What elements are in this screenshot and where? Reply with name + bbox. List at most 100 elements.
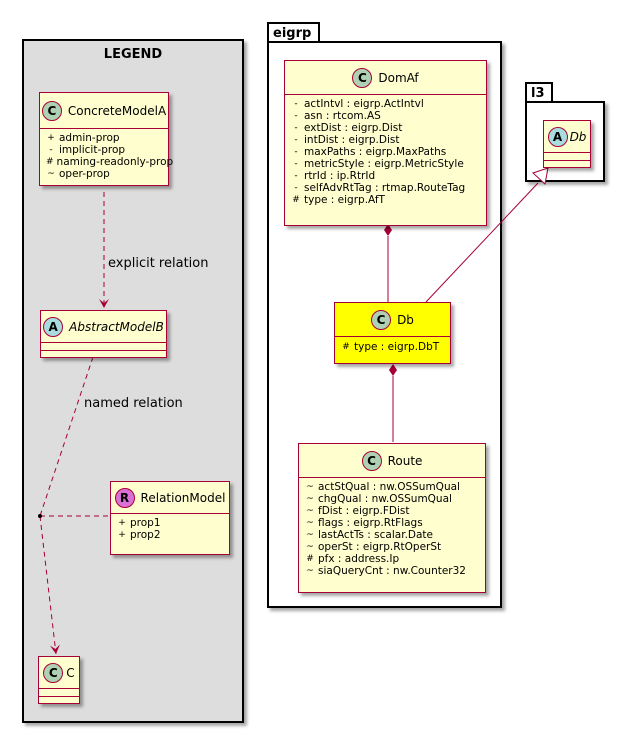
- attribute-row: -rtrId : ip.RtrId: [285, 170, 486, 182]
- attribute-list: -actIntvl : eigrp.ActIntvl -asn : rtcom.…: [285, 95, 486, 209]
- attribute-name: implicit-prop: [59, 144, 126, 156]
- attribute-row: -actIntvl : eigrp.ActIntvl: [285, 98, 486, 110]
- attribute-list: [544, 153, 590, 161]
- eigrp-package-label: eigrp: [273, 26, 312, 41]
- class-header: C Route: [299, 444, 485, 478]
- class-name: AbstractModelB: [69, 319, 164, 334]
- attribute-row: ~actStQual : nw.OSSumQual: [299, 481, 485, 493]
- attribute-name: prop1: [130, 517, 161, 529]
- visibility-icon: -: [294, 183, 298, 193]
- visibility-icon: ~: [306, 482, 314, 492]
- class-name: Db: [397, 312, 414, 327]
- attribute-row: # pfx : address.Ip: [299, 553, 485, 565]
- attribute-row: +admin-prop: [40, 132, 168, 144]
- l3-package-label: l3: [531, 86, 545, 101]
- attribute-row: -selfAdvRtTag : rtmap.RouteTag: [285, 182, 486, 194]
- named-relation-label: named relation: [84, 396, 183, 411]
- attribute-row: ~ chgQual : nw.OSSumQual: [299, 493, 485, 505]
- abstract-badge-icon: A: [547, 126, 568, 147]
- class-header: C C: [39, 657, 79, 689]
- attribute-list: +admin-prop -implicit-prop #naming-reado…: [40, 129, 173, 183]
- visibility-icon: -: [49, 145, 53, 155]
- class-relation-model[interactable]: R RelationModel + prop1 +prop2: [110, 481, 230, 555]
- visibility-icon: -: [294, 123, 298, 133]
- class-header: C DomAf: [285, 61, 486, 95]
- class-c[interactable]: C C: [38, 656, 80, 704]
- attribute-list: #type : eigrp.DbT: [335, 337, 450, 357]
- class-header: C ConcreteModelA: [40, 93, 168, 129]
- attribute-row: ~siaQueryCnt : nw.Counter32: [299, 565, 485, 577]
- attribute-name: rtrId : ip.RtrId: [304, 170, 376, 182]
- named-relation-line: [39, 356, 94, 517]
- class-route[interactable]: C Route ~actStQual : nw.OSSumQual ~ chgQu…: [298, 443, 486, 593]
- attribute-row: -extDist : eigrp.Dist: [285, 122, 486, 134]
- attribute-name: fDist : eigrp.FDist: [318, 505, 410, 517]
- attribute-name: pfx : address.Ip: [318, 553, 400, 565]
- association-point: [38, 514, 42, 518]
- attribute-row: #type : eigrp.DbT: [335, 341, 450, 353]
- class-abstract-model-b[interactable]: A AbstractModelB: [40, 310, 167, 358]
- attribute-row: #type : eigrp.AfT: [285, 194, 486, 206]
- relation-badge-icon: R: [114, 487, 135, 508]
- attribute-row: + prop1: [111, 517, 229, 529]
- relation-to-c-line: [39, 515, 60, 655]
- visibility-icon: +: [118, 530, 126, 540]
- visibility-icon: -: [294, 171, 298, 181]
- attribute-row: -asn : rtcom.AS: [285, 110, 486, 122]
- l3-package-tab: l3: [525, 82, 553, 102]
- visibility-icon: +: [47, 133, 55, 143]
- visibility-icon: +: [118, 518, 126, 528]
- class-header: A AbstractModelB: [41, 311, 166, 343]
- attribute-name: selfAdvRtTag : rtmap.RouteTag: [304, 182, 466, 194]
- visibility-icon: -: [294, 111, 298, 121]
- attribute-name: flags : eigrp.RtFlags: [318, 517, 423, 529]
- db-inheritance-line: [425, 182, 539, 303]
- visibility-icon: #: [306, 554, 314, 564]
- attribute-row: ~fDist : eigrp.FDist: [299, 505, 485, 517]
- attribute-name: lastActTs : scalar.Date: [318, 529, 434, 541]
- class-badge-icon: C: [352, 67, 373, 88]
- db-composition-diamond: [389, 364, 397, 376]
- class-concrete-model-a[interactable]: C ConcreteModelA +admin-prop -implicit-p…: [39, 92, 173, 186]
- attribute-row: #naming-readonly-prop: [40, 156, 173, 168]
- class-badge-icon: C: [43, 662, 64, 683]
- attribute-row: ~operSt : eigrp.RtOperSt: [299, 541, 485, 553]
- visibility-icon: -: [294, 99, 298, 109]
- attribute-row: +prop2: [111, 529, 229, 541]
- attribute-row: -implicit-prop: [40, 144, 168, 156]
- attribute-name: metricStyle : eigrp.MetricStyle: [304, 158, 464, 170]
- visibility-icon: -: [294, 147, 298, 157]
- attribute-list: + prop1 +prop2: [111, 514, 229, 544]
- class-name: RelationModel: [140, 490, 226, 505]
- visibility-icon: ~: [306, 518, 314, 528]
- class-header: C Db: [335, 303, 450, 337]
- inheritance-arrowhead: [532, 167, 549, 185]
- class-badge-icon: C: [371, 309, 392, 330]
- attribute-list: [39, 689, 79, 697]
- visibility-icon: -: [294, 159, 298, 169]
- eigrp-package-tab: eigrp: [267, 22, 320, 42]
- class-l3-db[interactable]: A Db: [543, 120, 591, 168]
- visibility-icon: ~: [306, 494, 314, 504]
- class-name: ConcreteModelA: [67, 103, 167, 118]
- visibility-icon: #: [342, 342, 350, 352]
- method-list: [544, 161, 590, 168]
- class-name: DomAf: [378, 70, 419, 85]
- attribute-name: extDist : eigrp.Dist: [304, 122, 403, 134]
- class-domaf[interactable]: C DomAf -actIntvl : eigrp.ActIntvl -asn …: [284, 60, 487, 226]
- attribute-row: ~ lastActTs : scalar.Date: [299, 529, 485, 541]
- attribute-row: -metricStyle : eigrp.MetricStyle: [285, 158, 486, 170]
- class-eigrp-db[interactable]: C Db #type : eigrp.DbT: [334, 302, 451, 364]
- class-badge-icon: C: [41, 100, 62, 121]
- attribute-name: type : eigrp.AfT: [304, 194, 385, 206]
- attribute-name: naming-readonly-prop: [56, 156, 174, 168]
- attribute-name: chgQual : nw.OSSumQual: [318, 493, 452, 505]
- attribute-list: ~actStQual : nw.OSSumQual ~ chgQual : nw.…: [299, 478, 485, 580]
- attribute-name: oper-prop: [59, 168, 110, 180]
- visibility-icon: ~: [306, 542, 314, 552]
- visibility-icon: ~: [306, 530, 314, 540]
- attribute-row: ~oper-prop: [40, 168, 168, 180]
- method-list: [39, 697, 79, 704]
- attribute-name: siaQueryCnt : nw.Counter32: [318, 565, 466, 577]
